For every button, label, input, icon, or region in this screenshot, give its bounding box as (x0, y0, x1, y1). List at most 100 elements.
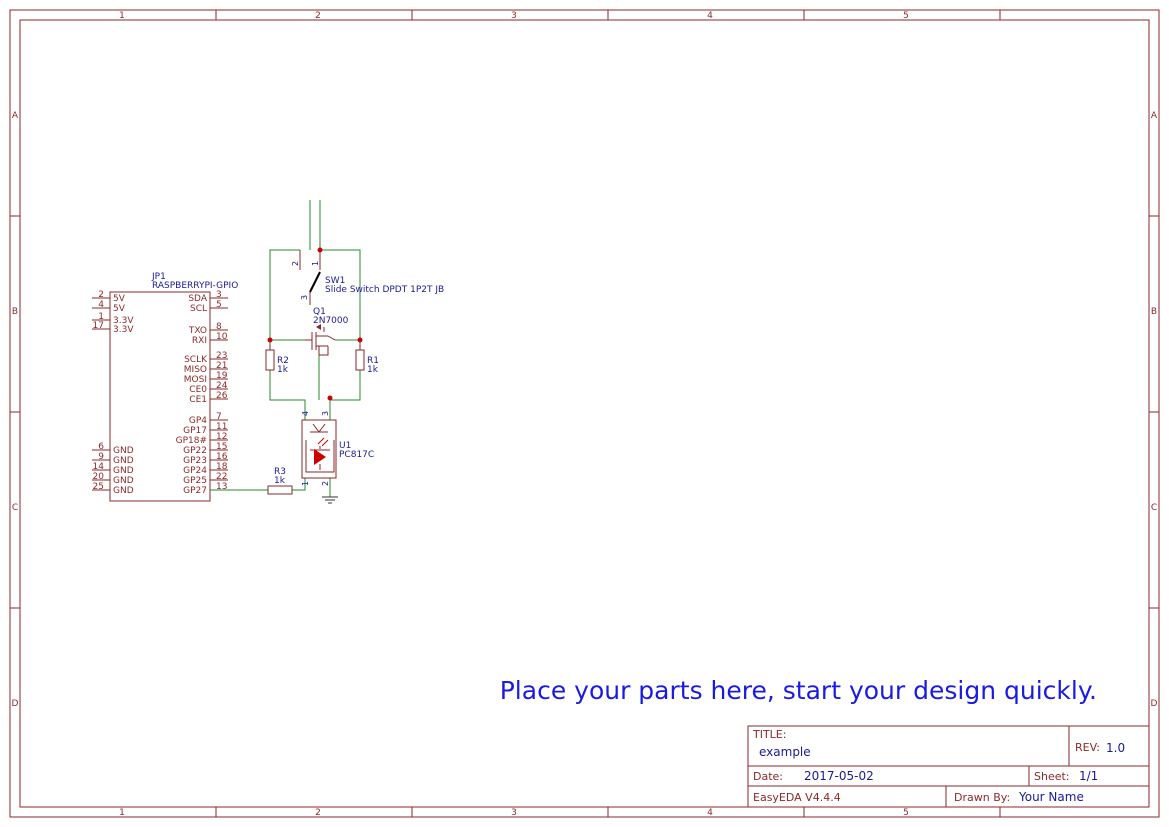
jp1-pin-number: 4 (98, 300, 104, 310)
u1-body (301, 419, 337, 479)
rev-value: 1.0 (1106, 741, 1125, 755)
column-label: 2 (315, 11, 321, 21)
frame-row-labels: A B C D A B C D (12, 111, 1158, 709)
jp1-pin-number: 19 (216, 371, 228, 381)
sw1-lever (309, 271, 321, 293)
jp1-pin: 7 GP4 (189, 412, 228, 426)
jp1-pin-name: GND (113, 446, 134, 456)
drawn-by-label: Drawn By: (954, 791, 1010, 804)
jp1-pin: 4 5V (92, 300, 126, 314)
row-label: C (1151, 503, 1157, 513)
column-label: 5 (903, 11, 909, 21)
u1-value: PC817C (339, 450, 374, 460)
jp1-pin-name: SCLK (184, 355, 208, 365)
jp1-pin-name: CE0 (189, 385, 207, 395)
jp1-pin-number: 25 (93, 482, 104, 492)
jp1-pin-name: GP17 (183, 426, 207, 436)
jp1-pin-name: GP23 (183, 456, 207, 466)
r2-resistor[interactable]: R2 1k (265, 340, 289, 375)
jp1-pin-name: RXI (192, 336, 207, 346)
sheet-value: 1/1 (1079, 769, 1098, 783)
sheet-frame (9, 9, 1160, 818)
jp1-pin-name: 3.3V (113, 325, 134, 335)
r3-resistor[interactable]: R3 1k (267, 467, 293, 495)
jp1-pin-name: GND (113, 466, 134, 476)
r2-value: 1k (277, 365, 289, 375)
row-label: B (1151, 307, 1157, 317)
jp1-pin-number: 16 (216, 452, 228, 462)
jp1-pin-name: GP24 (183, 466, 207, 476)
date-label: Date: (753, 770, 783, 783)
sheet-label: Sheet: (1034, 770, 1070, 783)
q1-ref: Q1 (313, 307, 326, 317)
jp1-pin-number: 20 (93, 472, 105, 482)
jp1-pin-name: GP18# (176, 436, 207, 446)
row-label: D (12, 699, 19, 709)
jp1-pin-number: 22 (216, 472, 227, 482)
sw1-ref: SW1 (325, 276, 345, 286)
q1-mosfet[interactable]: Q1 2N7000 (267, 307, 363, 356)
row-label: A (12, 111, 19, 121)
u1-ref: U1 (339, 441, 351, 451)
jp1-pin-number: 1 (98, 312, 104, 322)
wires (210, 200, 361, 497)
jp1-pin-number: 2 (98, 290, 104, 300)
column-label: 2 (315, 808, 321, 818)
jp1-pin-name: TXO (188, 326, 207, 336)
jp1-pin-name: 5V (113, 294, 126, 304)
sw1-pin-number: 3 (300, 295, 309, 300)
u1-pin-number: 2 (321, 481, 330, 486)
jp1-pin-number: 17 (93, 321, 104, 331)
r1-value: 1k (367, 365, 379, 375)
jp1-pin-number: 8 (216, 322, 222, 332)
jp1-pin-number: 12 (216, 432, 227, 442)
jp1-pin: 2 5V (92, 290, 126, 304)
jp1-pin: 5 SCL (190, 300, 228, 314)
jp1-pin: 16 GP23 (183, 452, 228, 466)
jp1-pin-name: GND (113, 456, 134, 466)
r1-resistor[interactable]: R1 1k (355, 340, 379, 375)
sw1-switch[interactable]: 2 1 3 SW1 Slide Switch DPDT 1P2T JB (291, 247, 444, 306)
junction-dot (327, 395, 333, 401)
jp1-pin-name: 3.3V (113, 316, 134, 326)
jp1-pin-number: 3 (216, 290, 222, 300)
row-label: B (12, 307, 18, 317)
jp1-pin-number: 7 (216, 412, 222, 422)
r2-ref: R2 (277, 356, 289, 366)
jp1-pin-name: GP4 (189, 416, 207, 426)
jp1-pin: 17 3.3V (92, 321, 134, 335)
jp1-pin-number: 5 (216, 300, 222, 310)
software-version: EasyEDA V4.4.4 (753, 791, 841, 804)
column-label: 1 (119, 808, 125, 818)
jp1-pin-number: 11 (216, 422, 227, 432)
jp1-pin-name: SCL (190, 304, 207, 314)
jp1-pin-name: GND (113, 476, 134, 486)
drawn-by-value: Your Name (1018, 790, 1084, 804)
r1-body (355, 349, 365, 371)
title-value: example (759, 745, 811, 759)
ground-icon (322, 496, 338, 504)
jp1-pin-name: 5V (113, 304, 126, 314)
u1-pin-number: 3 (321, 411, 330, 416)
date-value: 2017-05-02 (804, 769, 874, 783)
title-block: TITLE: example REV: 1.0 Date: 2017-05-02… (747, 725, 1150, 808)
jp1-value: RASPBERRYPI-GPIO (152, 281, 238, 291)
column-label: 4 (707, 11, 713, 21)
jp1-pin-number: 13 (216, 482, 227, 492)
jp1-ref: JP1 (151, 272, 166, 282)
u1-optocoupler[interactable]: 4 3 1 2 U1 PC817C (301, 395, 374, 487)
u1-pin-number: 1 (301, 481, 310, 486)
